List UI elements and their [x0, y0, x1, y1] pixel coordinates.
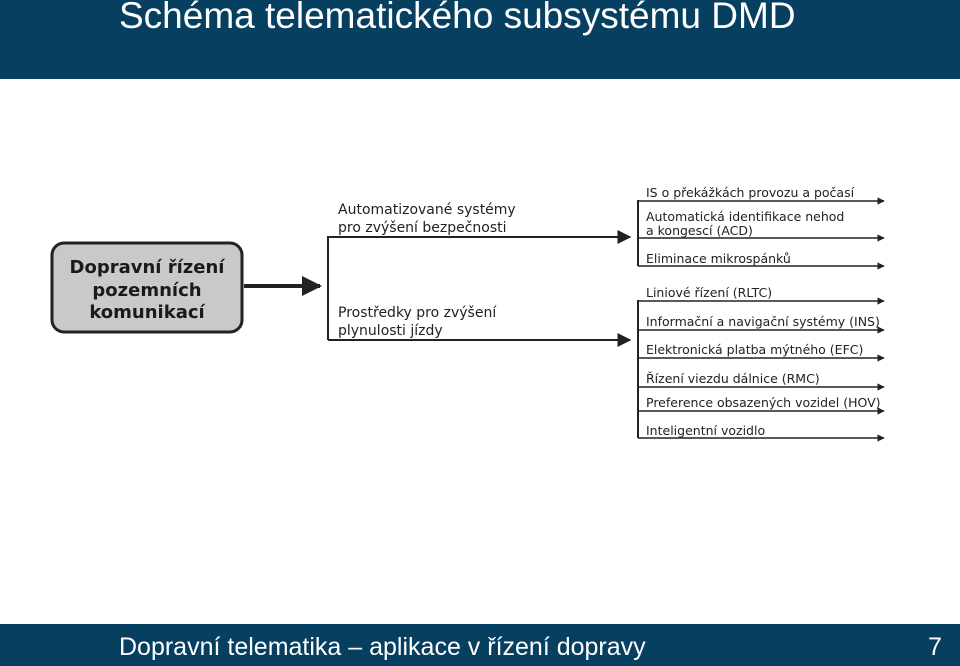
branch-label-line: Automatizované systémy: [338, 202, 516, 218]
branch-label-line: Prostředky pro zvýšení: [338, 305, 497, 321]
item-label: Preference obsazených vozidel (HOV): [646, 395, 881, 410]
branch-label-line: pro zvýšení bezpečnosti: [338, 220, 507, 236]
item-label: Řízení viezdu dálnice (RMC): [646, 371, 820, 386]
root-label-line: Dopravní řízení: [70, 257, 226, 278]
root-box: [50, 241, 244, 334]
item-label: IS o překážkách provozu a počasí: [646, 185, 855, 200]
item-label: Inteligentní vozidlo: [646, 423, 765, 438]
footer-bar: [0, 624, 960, 666]
root-label-line: pozemních: [92, 280, 201, 301]
branch-label-line: plynulosti jízdy: [338, 323, 443, 339]
page-title: Schéma telematického subsystému DMD: [119, 0, 796, 36]
item-label: Liniové řízení (RLTC): [646, 285, 772, 300]
item-label: Automatická identifikace nehod: [646, 209, 844, 224]
item-label: Informační a navigační systémy (INS): [646, 314, 880, 329]
item-label: Eliminace mikrospánků: [646, 251, 791, 266]
header-bar: [0, 0, 960, 79]
item-label: Elektronická platba mýtného (EFC): [646, 342, 863, 357]
footer-title: Dopravní telematika – aplikace v řízení …: [119, 633, 646, 661]
root-label-line: komunikací: [89, 302, 205, 323]
page-number: 7: [928, 633, 942, 661]
item-label: a kongescí (ACD): [646, 223, 753, 238]
